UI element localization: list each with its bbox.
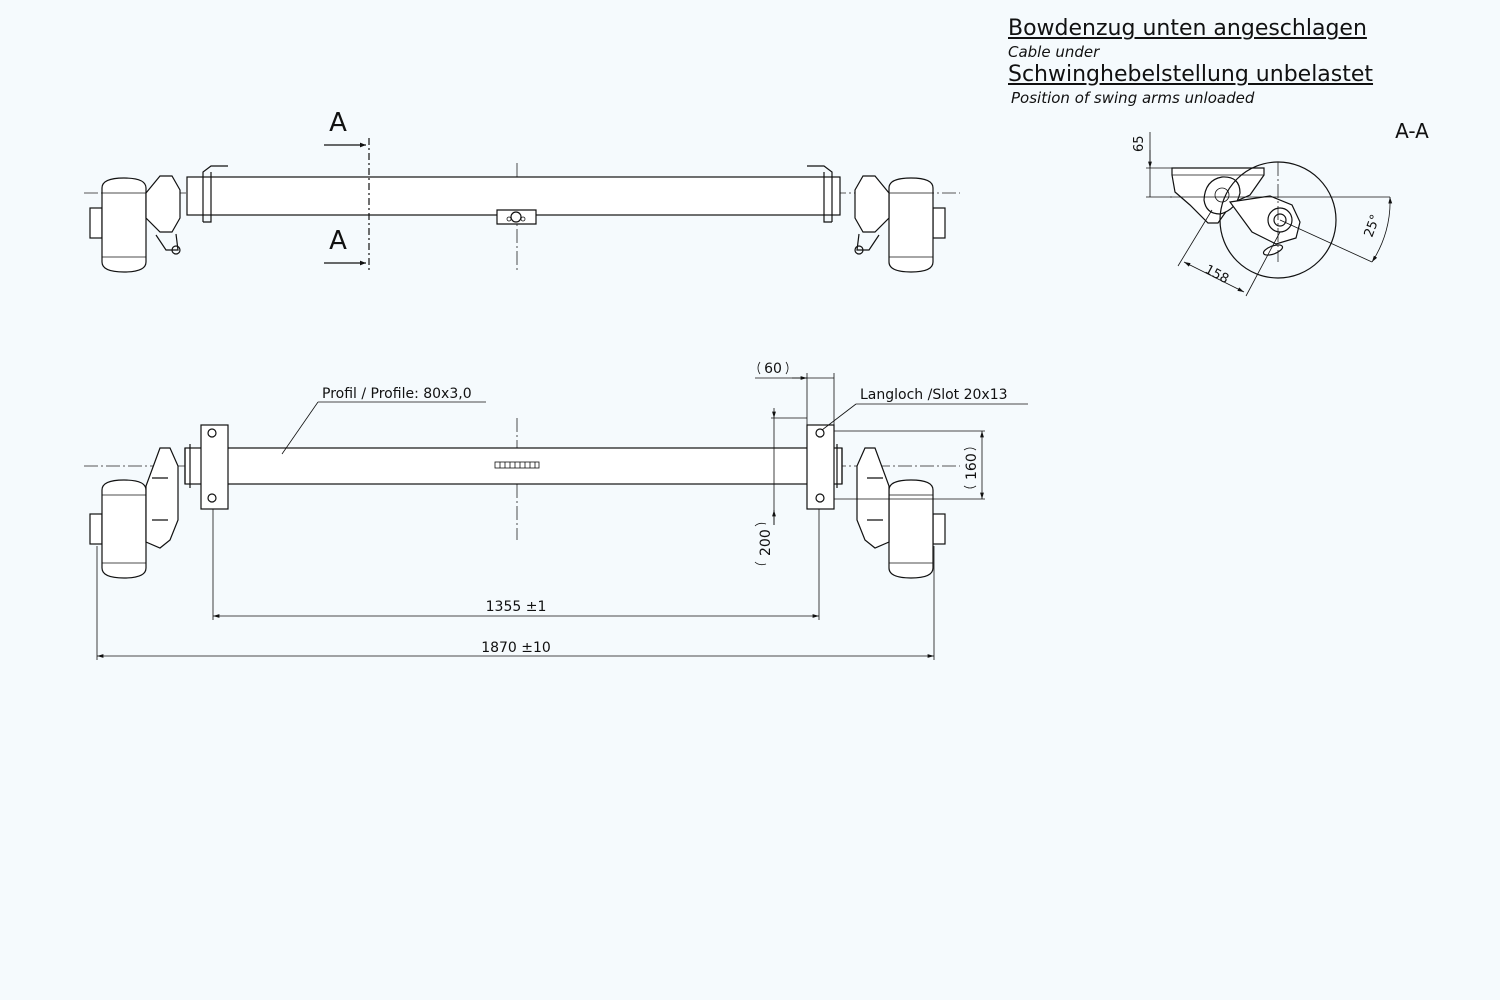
section-detail: A-A 65 25° 158 [1132,119,1429,297]
dim-160: 160 [964,453,980,480]
note-cable-en: Cable under [1008,43,1100,61]
section-marker-top: A [329,108,347,138]
angle-25: 25° [1362,213,1384,240]
dim-60: 60 [764,361,782,377]
slot-label: Langloch /Slot 20x13 [860,387,1008,403]
section-marker-bottom: A [329,226,347,256]
note-cable-de: Bowdenzug unten angeschlagen [1008,16,1367,41]
notes-block: Bowdenzug unten angeschlagen Cable under… [1008,16,1373,108]
note-swing-en: Position of swing arms unloaded [1011,89,1255,107]
section-title: A-A [1395,119,1429,143]
note-swing-de: Schwinghebelstellung unbelastet [1008,62,1374,87]
dim-200: 200 [758,529,774,556]
profile-label: Profil / Profile: 80x3,0 [322,386,472,402]
top-view: A A [84,108,960,273]
dim-1355: 1355 ±1 [486,599,547,615]
dim-1870: 1870 ±10 [481,640,551,656]
bottom-view: Profil / Profile: 80x3,0 Langloch /Slot … [84,361,1028,660]
dim-65: 65 [1132,135,1147,152]
